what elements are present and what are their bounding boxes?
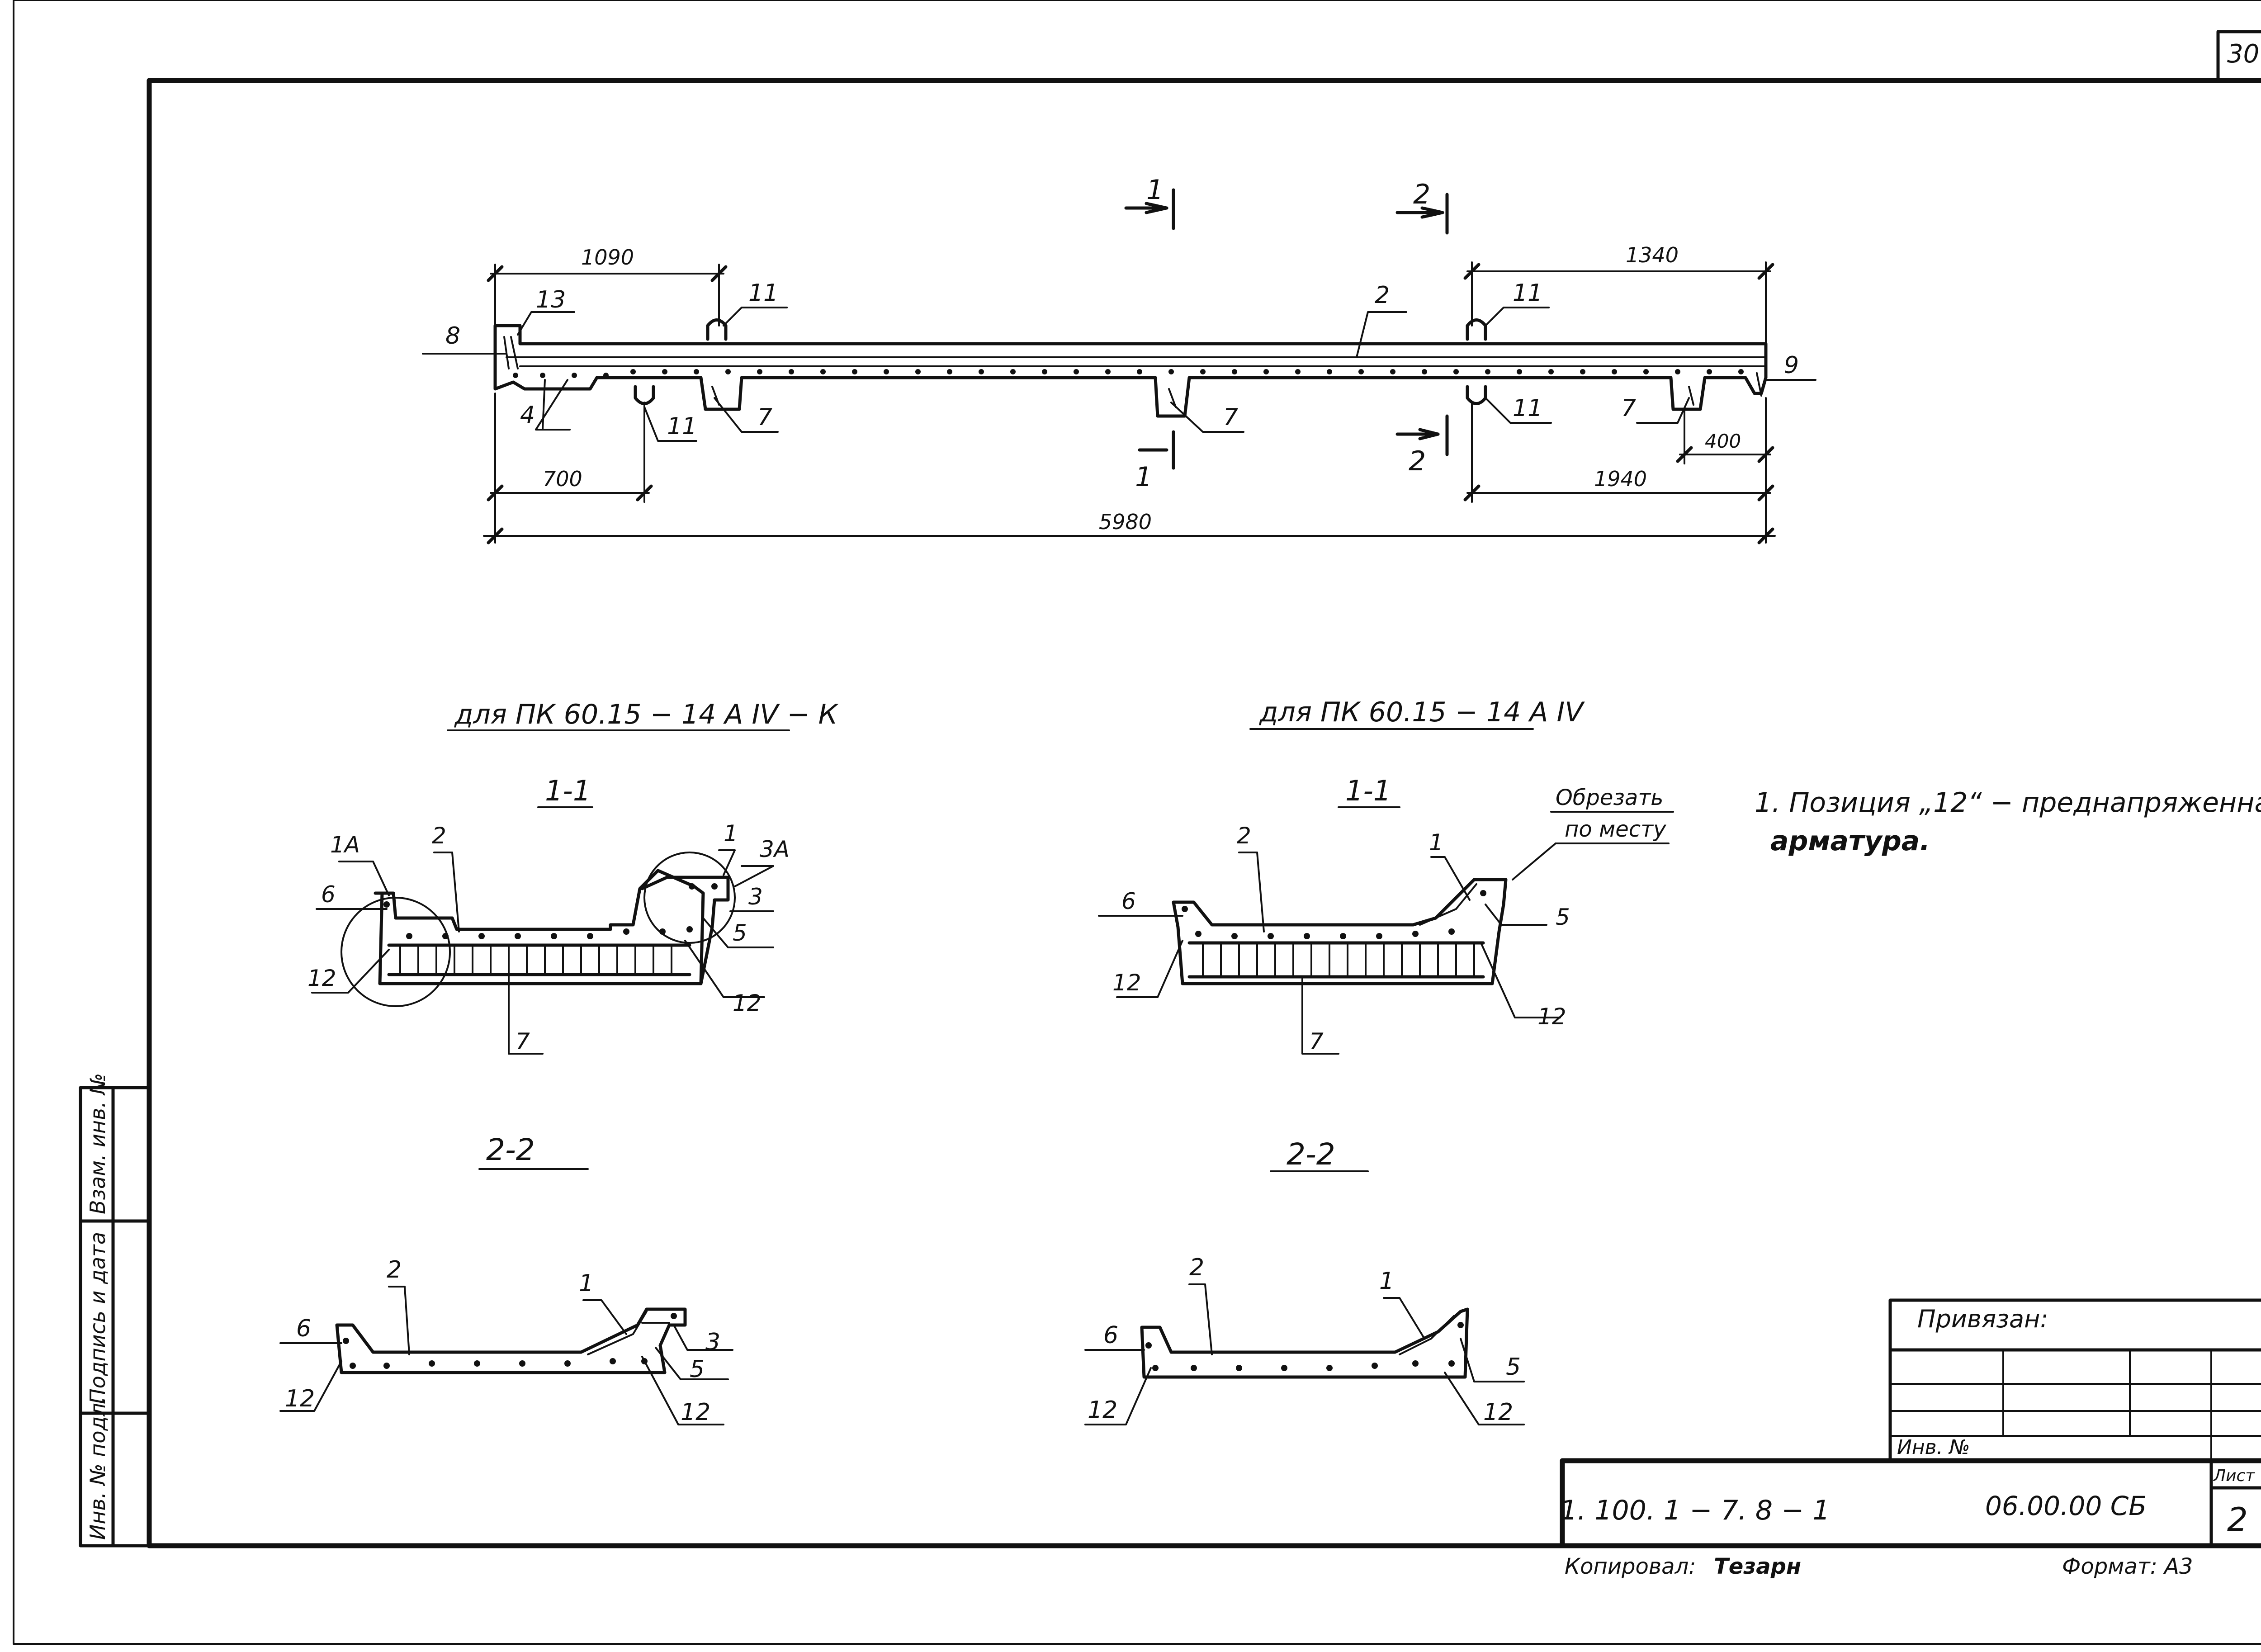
right-11-callout-1: 1 [1429,829,1443,856]
section-markers [1124,188,1449,470]
elevation-dimensions [483,261,1776,544]
dim-1090: 1090 [581,245,634,270]
left-section-11 [311,849,774,1055]
callout-8: 8 [445,322,460,350]
dim-700: 700 [543,467,582,491]
right-section-11-label: 1-1 [1345,774,1391,807]
right-22-callout-6: 6 [1103,1322,1118,1349]
stamp-sheet-number: 2 [2227,1501,2248,1538]
left-22-callout-3: 3 [705,1329,720,1356]
left-section-22 [279,1286,733,1425]
right-22-callout-12-b: 12 [1483,1399,1513,1426]
side-stamp-vzam: Взам. инв. № [85,1073,110,1214]
rebar-dots [513,369,1744,378]
side-stamp-inv-podl: Инв. № подл. [85,1396,110,1540]
note-line-2: арматура. [1770,825,1930,857]
left-11-callout-6: 6 [321,881,336,908]
left-11-callout-12-b: 12 [733,990,762,1016]
right-cut-note-line2: по месту [1565,817,1666,842]
right-22-callout-5: 5 [1506,1354,1521,1381]
right-section-22 [1084,1283,1525,1425]
left-22-callout-12-a: 12 [285,1385,315,1412]
right-cut-note-line1: Обрезать [1556,785,1664,810]
right-section-11 [1098,843,1561,1055]
elevation-leaders [422,307,1816,442]
right-22-callout-2: 2 [1189,1254,1204,1281]
left-section-11-label: 1-1 [545,774,591,807]
dim-400: 400 [1705,430,1741,452]
left-22-callout-1: 1 [579,1270,594,1297]
section-mark-2-top: 2 [1413,179,1430,210]
left-11-callout-3A: 3А [760,836,790,862]
callout-4: 4 [520,402,535,429]
callout-11-a: 11 [748,279,778,307]
callout-2: 2 [1375,282,1390,309]
left-22-callout-12-b: 12 [681,1399,710,1426]
callout-11-c: 11 [667,413,697,440]
right-11-callout-6: 6 [1121,888,1136,914]
callout-13: 13 [536,286,566,313]
callout-11-b: 11 [1513,279,1542,307]
footer-copied: Копировал: [1565,1554,1696,1579]
stamp-sheet-label: Лист [2213,1467,2255,1485]
left-11-callout-2: 2 [432,823,446,849]
stamp-privyazan: Привязан: [1917,1305,2048,1333]
footer-format: Формат: А3 [2062,1554,2193,1579]
left-11-callout-1A: 1А [330,832,360,858]
section-mark-1-top: 1 [1146,174,1164,206]
dim-1340: 1340 [1626,243,1679,267]
stamp-drawing-code: 06.00.00 СБ [1985,1491,2147,1521]
left-section-22-label: 2-2 [486,1132,535,1167]
right-11-callout-5: 5 [1556,904,1570,930]
section-mark-1-bottom: 1 [1135,461,1152,493]
right-11-callout-12-a: 12 [1112,970,1141,996]
elevation-view [493,318,1768,418]
right-22-callout-1: 1 [1379,1268,1394,1295]
left-variant-heading: для ПК 60.15 − 14 А IV − К [454,699,839,730]
side-stamp-podpis: Подпись и дата [85,1232,110,1404]
callout-7-c: 7 [1621,395,1636,422]
left-11-callout-12-a: 12 [307,965,336,991]
left-11-callout-7: 7 [516,1028,530,1055]
side-stamp [79,1086,151,1548]
callout-9: 9 [1784,352,1799,379]
left-22-callout-2: 2 [387,1256,402,1283]
stamp-inv-no: Инв. № [1897,1436,1970,1459]
left-11-callout-5: 5 [733,920,747,946]
dim-5980: 5980 [1099,510,1152,534]
right-11-callout-2: 2 [1237,823,1251,849]
callout-11-d: 11 [1513,395,1542,422]
stamp-doc-code: 1. 100. 1 − 7. 8 − 1 [1560,1495,1830,1526]
callout-7-a: 7 [757,404,772,431]
right-variant-heading: для ПК 60.15 − 14 А IV [1259,696,1585,728]
dim-1940: 1940 [1594,467,1647,491]
footer-copied-sign: Тезарн [1714,1554,1801,1579]
right-11-callout-7: 7 [1309,1028,1324,1055]
title-block [1560,1298,2261,1548]
callout-7-b: 7 [1223,404,1238,431]
sheet-frame [13,0,2261,1645]
right-22-callout-12-a: 12 [1088,1396,1117,1424]
left-22-callout-6: 6 [296,1315,311,1342]
left-22-callout-5: 5 [690,1356,705,1383]
corner-sheet-number: 30 [2227,39,2259,69]
note-line-1: 1. Позиция „12“ − преднапряженная [1755,787,2261,819]
left-11-callout-1: 1 [724,820,738,847]
right-section-22-label: 2-2 [1287,1137,1335,1172]
section-mark-2-bottom: 2 [1409,445,1426,477]
right-11-callout-12-b: 12 [1537,1004,1566,1030]
left-11-callout-3: 3 [748,884,763,910]
